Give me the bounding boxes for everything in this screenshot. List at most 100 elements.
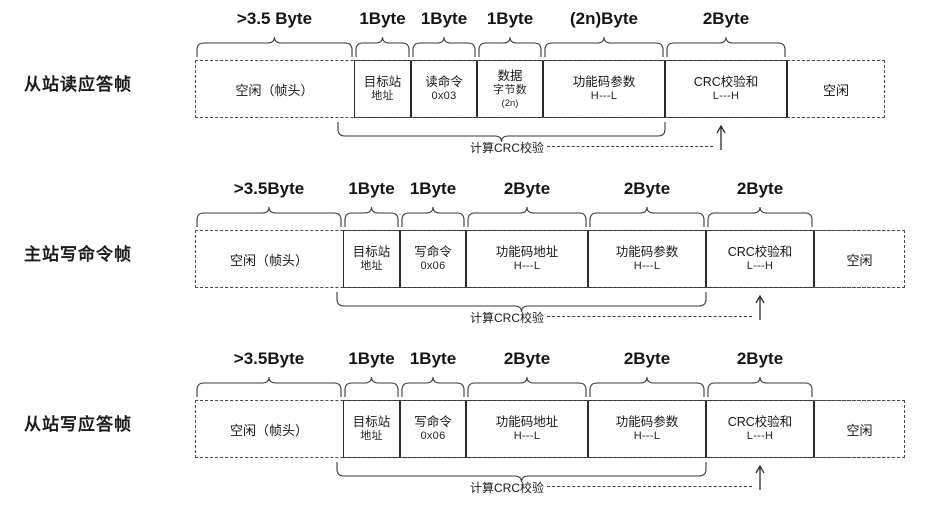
field-size-brace	[589, 206, 705, 227]
field-size-label: 1Byte	[409, 179, 457, 198]
field-size-label: 2Byte	[736, 179, 784, 198]
field-subdetail: (2n)	[501, 97, 519, 109]
field-detail: 地址	[360, 429, 383, 442]
field-detail: H---L	[633, 429, 661, 442]
frame-field-cell: 目标站地址	[354, 60, 411, 118]
field-size-label: 2Byte	[503, 179, 551, 198]
field-size-brace	[401, 206, 465, 227]
field-detail: 0x06	[420, 259, 446, 272]
field-size-label: 2Byte	[702, 9, 750, 28]
field-name: 空闲（帧头）	[229, 422, 308, 438]
field-name: 空闲	[822, 82, 849, 98]
field-name: CRC校验和	[693, 74, 759, 89]
field-size-label: 2Byte	[623, 349, 671, 368]
field-name: 功能码参数	[615, 244, 679, 259]
field-size-brace	[544, 36, 664, 57]
field-name: 写命令	[414, 244, 452, 259]
crc-note-label: 计算CRC校验	[470, 481, 544, 495]
field-size-label: >3.5Byte	[233, 179, 305, 198]
field-size-label: 2Byte	[503, 349, 551, 368]
frame-row-label: 从站写应答帧	[24, 415, 132, 434]
field-detail: 字节数	[493, 84, 527, 97]
field-size-brace	[467, 206, 587, 227]
frame-field-cell: 目标站地址	[343, 400, 400, 458]
field-name: 读命令	[425, 74, 463, 89]
field-size-brace	[196, 376, 342, 397]
field-name: CRC校验和	[727, 244, 793, 259]
frame-field-cell: 空闲	[787, 60, 885, 118]
field-size-brace	[707, 206, 813, 227]
field-size-label: 2Byte	[623, 179, 671, 198]
field-name: 空闲	[846, 252, 873, 268]
field-size-brace	[401, 376, 465, 397]
field-name: 功能码地址	[495, 244, 559, 259]
field-size-label: 1Byte	[420, 9, 468, 28]
field-name: 功能码地址	[495, 414, 559, 429]
crc-note-leader-line	[547, 316, 752, 317]
field-size-brace	[589, 376, 705, 397]
crc-target-arrow-icon	[716, 124, 726, 150]
field-size-label: 1Byte	[409, 349, 457, 368]
frame-row-label: 从站读应答帧	[24, 75, 132, 94]
field-size-brace	[344, 206, 399, 227]
frame-row: 主站写命令帧 >3.5Byte 1Byte 1Byte 2Byte 2Byte 2Byte 空…	[0, 170, 939, 340]
field-name: 功能码参数	[615, 414, 679, 429]
frame-field-cell: 数据字节数(2n)	[477, 60, 543, 118]
field-size-label: >3.5 Byte	[236, 9, 313, 28]
field-size-brace	[196, 206, 342, 227]
field-size-brace	[478, 36, 542, 57]
field-name: 空闲（帧头）	[235, 82, 314, 98]
frame-row-label: 主站写命令帧	[24, 245, 132, 264]
field-size-label: 1Byte	[348, 179, 395, 198]
field-size-label: 2Byte	[736, 349, 784, 368]
frame-field-cell: 空闲	[814, 400, 905, 458]
field-detail: 0x06	[420, 429, 446, 442]
crc-note-label: 计算CRC校验	[470, 311, 544, 325]
field-name: 写命令	[414, 414, 452, 429]
field-name: CRC校验和	[727, 414, 793, 429]
frame-field-cell: 空闲（帧头）	[195, 400, 343, 458]
crc-note-leader-line	[547, 486, 752, 487]
field-size-brace	[412, 36, 476, 57]
field-size-label: (2n)Byte	[569, 9, 638, 28]
field-detail: 地址	[360, 259, 383, 272]
field-detail: H---L	[513, 429, 541, 442]
crc-note-label: 计算CRC校验	[470, 141, 544, 155]
field-size-brace	[355, 36, 410, 57]
field-size-label: >3.5Byte	[233, 349, 305, 368]
field-name: 空闲	[846, 422, 873, 438]
field-name: 目标站	[352, 244, 391, 259]
field-size-brace	[196, 36, 353, 57]
field-name: 目标站	[352, 414, 391, 429]
field-name: 空闲（帧头）	[229, 252, 308, 268]
field-detail: L---H	[746, 429, 774, 442]
field-detail: 0x03	[431, 89, 457, 102]
field-detail: L---H	[712, 89, 740, 102]
field-detail: H---L	[633, 259, 661, 272]
crc-note-leader-line	[547, 146, 713, 147]
field-size-brace	[344, 376, 399, 397]
frame-field-cell: 空闲（帧头）	[195, 230, 343, 288]
field-detail: H---L	[513, 259, 541, 272]
frame-field-cell: 空闲	[814, 230, 905, 288]
field-size-brace	[666, 36, 786, 57]
crc-target-arrow-icon	[755, 464, 765, 490]
crc-target-arrow-icon	[755, 294, 765, 320]
frame-field-cell: 目标站地址	[343, 230, 400, 288]
field-detail: H---L	[590, 89, 618, 102]
field-name: 数据	[497, 68, 523, 83]
field-size-label: 1Byte	[486, 9, 534, 28]
